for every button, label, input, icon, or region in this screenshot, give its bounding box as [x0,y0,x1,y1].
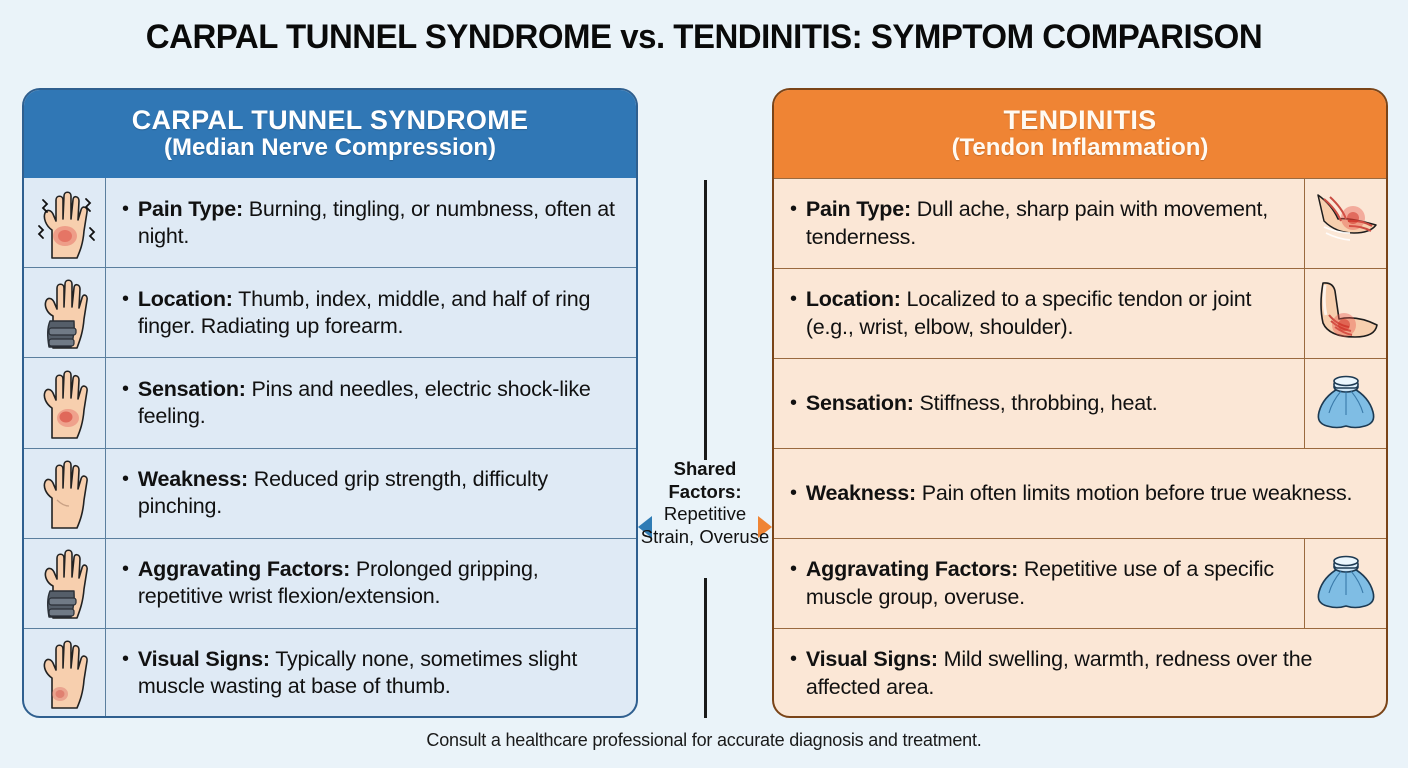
page-title: CARPAL TUNNEL SYNDROME vs. TENDINITIS: S… [145,18,1263,56]
table-row: • Pain Type: Dull ache, sharp pain with … [774,178,1386,268]
bullet-icon: • [790,391,797,414]
row-label: Pain Type: [137,196,243,221]
tendon-inflammation-icon [1304,179,1386,268]
table-row: • Location: Localized to a specific tend… [774,268,1386,358]
table-row: • Visual Signs: Mild swelling, warmth, r… [774,628,1386,716]
table-row: • Weakness: Reduced grip strength, diffi… [24,447,636,538]
row-description: Typically none, sometimes slight muscle … [137,647,578,699]
row-label: Weakness: [137,467,248,492]
shared-factors-text: Shared Factors: Repetitive Strain, Overu… [638,458,772,548]
arrow-left-icon [638,516,652,538]
row-text-cell: • Sensation: Pins and needles, electric … [106,358,636,447]
tendinitis-rows: • Pain Type: Dull ache, sharp pain with … [774,178,1386,716]
row-text-cell: • Sensation: Stiffness, throbbing, heat. [774,359,1304,448]
bullet-icon: • [790,558,797,581]
row-text-cell: • Weakness: Reduced grip strength, diffi… [106,449,636,538]
row-label: Sensation: [805,390,914,415]
table-row: • Pain Type: Burning, tingling, or numbn… [24,178,636,268]
ice-pack-icon [1304,359,1386,448]
table-row: • Location: Thumb, index, middle, and ha… [24,267,636,358]
row-description: Reduced grip strength, difficulty pinchi… [137,467,548,519]
row-description: Mild swelling, warmth, redness over the … [805,647,1313,699]
row-description: Burning, tingling, or numbness, often at… [137,196,615,248]
row-label: Aggravating Factors: [805,557,1019,582]
row-text-cell: • Location: Thumb, index, middle, and ha… [106,268,636,357]
table-row: • Weakness: Pain often limits motion bef… [774,448,1386,538]
carpal-tunnel-rows: • Pain Type: Burning, tingling, or numbn… [24,178,636,716]
row-description: Repetitive use of a specific muscle grou… [805,557,1274,609]
row-text-cell: • Visual Signs: Mild swelling, warmth, r… [774,629,1386,716]
bullet-icon: • [122,648,129,671]
row-label: Location: [805,287,901,312]
row-text-cell: • Aggravating Factors: Prolonged grippin… [106,539,636,628]
row-label: Visual Signs: [805,647,938,672]
shared-factors-connector: Shared Factors: Repetitive Strain, Overu… [638,88,772,718]
table-row: • Sensation: Stiffness, throbbing, heat. [774,358,1386,448]
table-row: • Aggravating Factors: Repetitive use of… [774,538,1386,628]
footer-disclaimer: Consult a healthcare professional for ac… [426,730,982,750]
arrow-right-icon [758,516,772,538]
elbow-pain-icon [1304,269,1386,358]
panel-title-primary: TENDINITIS [1003,105,1157,136]
table-row: • Visual Signs: Typically none, sometime… [24,627,636,716]
bullet-icon: • [790,288,797,311]
bullet-icon: • [790,198,797,221]
row-label: Pain Type: [805,197,911,222]
row-text-cell: • Visual Signs: Typically none, sometime… [106,629,636,716]
divider-line-bottom [704,578,707,718]
row-text-cell: • Aggravating Factors: Repetitive use of… [774,539,1304,628]
panel-title-secondary: (Median Nerve Compression) [163,134,497,162]
row-description: Dull ache, sharp pain with movement, ten… [805,197,1269,249]
carpal-tunnel-panel: CARPAL TUNNEL SYNDROME (Median Nerve Com… [22,88,638,718]
row-description: Localized to a specific tendon or joint … [805,287,1252,339]
bullet-icon: • [122,287,129,310]
row-text-cell: • Weakness: Pain often limits motion bef… [774,449,1386,538]
row-description: Prolonged gripping, repetitive wrist fle… [137,557,539,609]
table-row: • Aggravating Factors: Prolonged grippin… [24,537,636,628]
row-label: Location: [137,286,233,311]
row-label: Visual Signs: [137,647,270,672]
table-row: • Sensation: Pins and needles, electric … [24,357,636,448]
row-description: Pins and needles, electric shock-like fe… [137,376,591,428]
hand-tingling-icon [24,358,106,448]
row-description: Stiffness, throbbing, heat. [913,390,1158,415]
row-label: Aggravating Factors: [137,557,351,582]
row-text-cell: • Pain Type: Burning, tingling, or numbn… [106,178,636,267]
shared-factors-value: Repetitive Strain, Overuse [640,503,770,547]
bullet-icon: • [790,648,797,671]
hand-wrist-brace-icon [24,268,106,358]
row-label: Sensation: [137,376,246,401]
divider-line-top [704,180,707,460]
panel-title-primary: CARPAL TUNNEL SYNDROME [131,105,529,136]
hand-pain-icon [24,178,106,268]
panel-title-secondary: (Tendon Inflammation) [951,134,1209,162]
row-description: Pain often limits motion before true wea… [915,480,1353,505]
carpal-tunnel-panel-header: CARPAL TUNNEL SYNDROME (Median Nerve Com… [24,90,636,178]
bullet-icon: • [790,481,797,504]
bullet-icon: • [122,468,129,491]
hand-wrist-brace-icon [24,538,106,628]
row-label: Weakness: [805,480,916,505]
shared-factors-label: Shared Factors: [668,458,742,502]
ice-pack-icon [1304,539,1386,628]
hand-plain-icon [24,448,106,538]
tendinitis-panel-header: TENDINITIS (Tendon Inflammation) [774,90,1386,178]
bullet-icon: • [122,558,129,581]
row-text-cell: • Pain Type: Dull ache, sharp pain with … [774,179,1304,268]
row-text-cell: • Location: Localized to a specific tend… [774,269,1304,358]
row-description: Thumb, index, middle, and half of ring f… [137,286,591,338]
bullet-icon: • [122,377,129,400]
hand-thumb-base-icon [24,628,106,716]
tendinitis-panel: TENDINITIS (Tendon Inflammation) • Pain … [772,88,1388,718]
bullet-icon: • [122,197,129,220]
